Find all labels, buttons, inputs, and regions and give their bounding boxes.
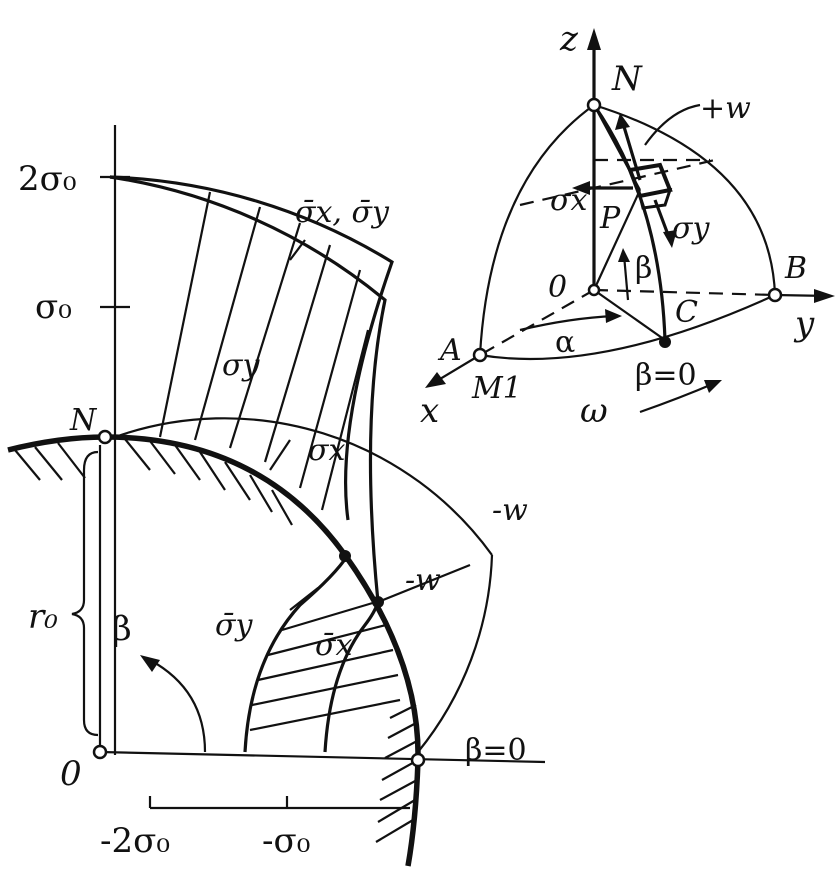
label-bottom-minus-2s0: -2σ₀ <box>100 821 170 861</box>
stress-hatching-upper <box>158 191 370 511</box>
alpha-arrowhead <box>605 309 622 323</box>
label-plus-w: +w <box>700 91 751 126</box>
label-2s0: 2σ₀ <box>18 159 76 199</box>
omega-arrowhead <box>704 380 722 393</box>
label-sphere-beta: β <box>635 251 652 286</box>
label-r0: r₀ <box>28 597 58 637</box>
lower-hatching <box>375 704 420 843</box>
leader-sigma-bar-y <box>289 587 319 611</box>
label-beta-zero: β=0 <box>465 733 527 768</box>
sphere-point-B <box>767 287 783 303</box>
label-sphere-sigma-y: σy <box>672 211 710 246</box>
circle-minus-w-lower <box>417 554 494 753</box>
sphere-point-O <box>587 283 601 297</box>
label-sigma-bar-y: σ̄y <box>215 608 253 643</box>
label-sigma-bar-xy: σ̄x, σ̄y <box>295 195 390 230</box>
beta-inner-arrow <box>622 254 630 301</box>
point-N-marker <box>97 429 113 445</box>
label-sphere-O: 0 <box>548 270 567 305</box>
label-P: P <box>599 201 621 236</box>
meridian-right <box>593 103 777 296</box>
meridian-left <box>478 104 595 356</box>
label-M1: M1 <box>471 371 522 406</box>
y-axis-dashed <box>593 288 776 297</box>
label-beta: β <box>112 609 132 649</box>
plus-w-leader <box>644 103 701 146</box>
plus-w-arrowhead <box>615 113 630 130</box>
leader-sigma-x <box>269 439 291 471</box>
curve-sigma-bar-y <box>243 554 350 753</box>
label-sigma-bar-x: σ̄x <box>315 628 352 663</box>
x-axis-dashed <box>479 289 595 356</box>
circle-minus-w <box>114 417 493 556</box>
point-O-marker <box>92 744 108 760</box>
label-s0: σ₀ <box>35 287 72 327</box>
label-minus-w-outer: -w <box>492 493 528 528</box>
curve-sigma-bar-xy <box>109 175 394 521</box>
sigma-x-arrowhead <box>572 181 590 195</box>
radius-OC <box>593 289 666 341</box>
label-N: N <box>69 403 98 438</box>
label-minus-w-inner: -w <box>405 563 441 598</box>
label-y: y <box>793 304 815 344</box>
label-B: B <box>784 251 807 286</box>
label-alpha: α <box>555 325 575 360</box>
left-diagram: 2σ₀ σ₀ N 0 r₀ β β=0 σ̄x, σ̄y σy σx σ̄y σ… <box>7 125 546 867</box>
label-O: 0 <box>60 754 82 794</box>
stress-hatching-lower <box>249 600 401 732</box>
minus-w-line <box>377 563 471 604</box>
label-C: C <box>675 295 698 330</box>
label-sphere-beta-zero: β=0 <box>635 358 697 393</box>
label-omega: ω <box>580 391 608 431</box>
label-sigma-y: σy <box>222 348 260 383</box>
element-cube-face <box>638 188 673 210</box>
sphere-diagram: z N +w σx σy P 0 β B C y A α x M1 β=0 ω <box>420 19 835 431</box>
beta-arrowhead <box>140 655 160 672</box>
meridian-C <box>592 104 667 341</box>
dashed-latitude <box>519 158 716 207</box>
surface-hatching <box>14 438 293 526</box>
label-x: x <box>420 391 439 431</box>
baseline <box>99 750 546 764</box>
label-A: A <box>437 333 462 368</box>
plus-w-arrow <box>620 119 642 181</box>
leader-sigma-bar-xy <box>289 239 306 261</box>
label-sphere-sigma-x: σx <box>550 183 587 218</box>
y-axis-arrowhead <box>814 289 835 303</box>
beta-inner-arrowhead <box>618 248 630 262</box>
surface-boundary <box>7 434 421 867</box>
sphere-point-C <box>659 336 671 348</box>
beta-arc <box>149 659 207 753</box>
point-beta0-marker <box>410 752 426 768</box>
sigma-y-arrowhead <box>663 230 677 248</box>
sphere-point-N <box>586 97 602 113</box>
intersection-point-2 <box>372 596 384 608</box>
radius-OP <box>593 189 641 291</box>
sphere-point-A <box>472 347 488 363</box>
x-axis-arrowhead <box>425 372 446 388</box>
equator <box>479 293 776 361</box>
label-z: z <box>559 19 579 59</box>
label-bottom-minus-s0: -σ₀ <box>262 821 310 861</box>
curve-sigma-bar-x <box>323 601 380 753</box>
label-sphere-N: N <box>611 59 643 99</box>
intersection-point-1 <box>339 550 351 562</box>
z-axis-arrowhead <box>587 28 601 50</box>
radius-brace <box>71 450 99 737</box>
label-sigma-x: σx <box>308 433 345 468</box>
